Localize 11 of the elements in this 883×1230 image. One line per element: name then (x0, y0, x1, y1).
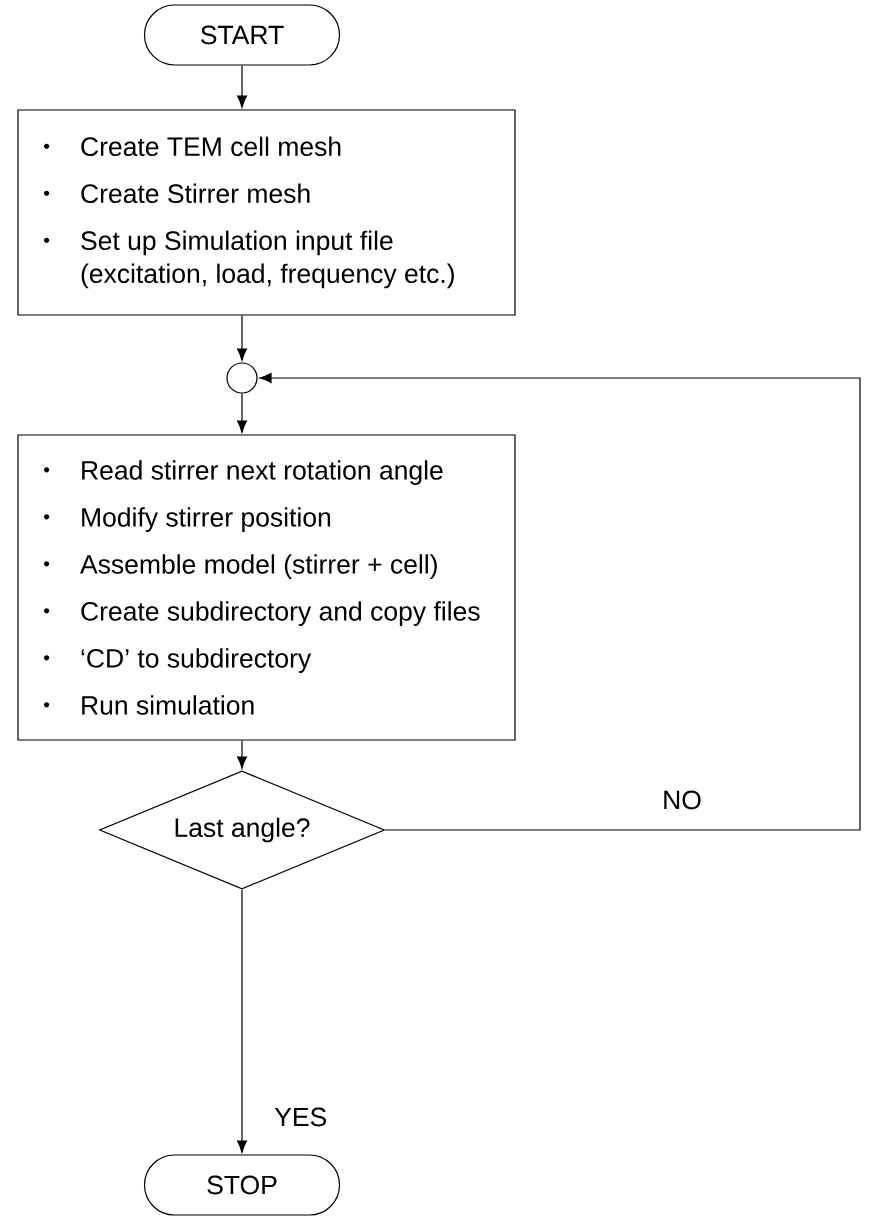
edge-label: NO (660, 788, 704, 812)
process-box: Create TEM cell mesh Create Stirrer mesh Set up Simulation input file (excitation, load, frequency etc.) (17, 109, 516, 316)
process-box: Read stirrer next rotation angle Modify stirrer position Assemble model (stirrer + cell) Create subdirectory and copy files ‘CD’ to subdirectory Run simulation (17, 434, 516, 741)
edge-label: YES (272, 1105, 330, 1129)
arrow (259, 372, 861, 831)
arrow (236, 393, 248, 433)
arrow (236, 889, 248, 1153)
arrow (236, 315, 248, 361)
arrow (236, 740, 248, 769)
junction-circle (226, 362, 258, 394)
arrow (236, 65, 248, 108)
